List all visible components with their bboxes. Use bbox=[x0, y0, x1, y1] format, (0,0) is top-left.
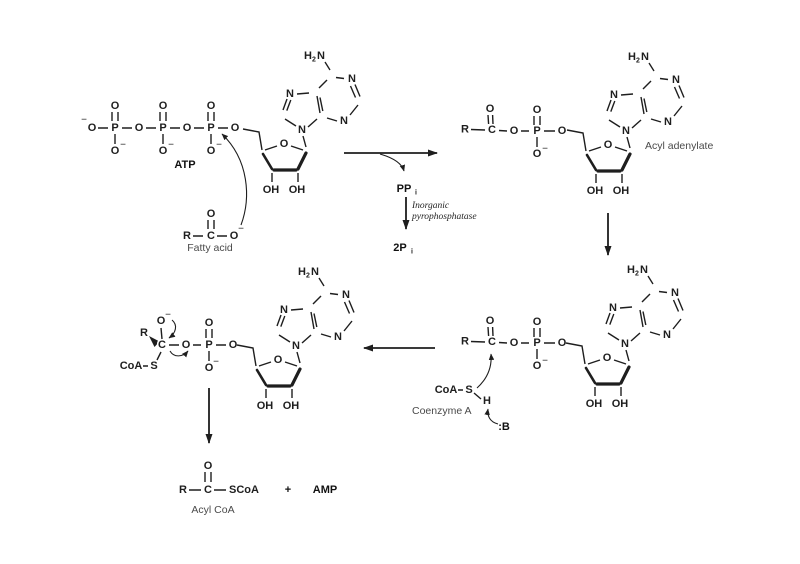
label-plus: + bbox=[285, 484, 291, 496]
atom-label: O bbox=[231, 122, 240, 134]
charge-label: − bbox=[81, 115, 87, 126]
atom-label: P bbox=[207, 122, 214, 134]
label-coenzyme-a: Coenzyme A bbox=[412, 405, 472, 417]
atom-label: O bbox=[207, 100, 216, 112]
intermediate-adenosine bbox=[235, 264, 356, 414]
bond-line bbox=[156, 351, 162, 361]
atom-label: R bbox=[183, 230, 191, 242]
atom-label: O bbox=[111, 100, 120, 112]
subscript: i bbox=[411, 249, 413, 256]
oxyanion-collapse-arrow bbox=[168, 319, 177, 339]
acyl-phosphate bbox=[459, 101, 569, 162]
charge-label: − bbox=[238, 224, 244, 235]
tetrahedral-intermediate-structure: R C O − CoA S O P O O − O bbox=[118, 264, 356, 414]
atom-label: S bbox=[150, 360, 157, 372]
label-enzyme-line1: Inorganic bbox=[411, 201, 450, 211]
atom-label: O bbox=[205, 317, 214, 329]
atom-label: O bbox=[207, 145, 216, 157]
subscript: i bbox=[415, 190, 417, 197]
label-atp: ATP bbox=[174, 159, 195, 171]
atom-label: S bbox=[465, 384, 472, 396]
atom-label: O bbox=[157, 315, 166, 327]
atom-label: O bbox=[230, 230, 239, 242]
bond-line bbox=[473, 392, 482, 400]
atom-label: C bbox=[204, 484, 212, 496]
acyl-phosphate bbox=[459, 313, 569, 374]
atom-label: O bbox=[135, 122, 144, 134]
atp-structure: − O P O O − O P O O − O P O O − O ATP bbox=[80, 48, 362, 198]
charge-label: − bbox=[120, 140, 126, 151]
label-amp: AMP bbox=[313, 484, 337, 496]
atom-label: O bbox=[88, 122, 97, 134]
atom-label: P bbox=[205, 339, 212, 351]
base-deprotonation-arrow bbox=[484, 408, 499, 425]
label-enzyme-line2: pyrophosphatase bbox=[411, 212, 477, 222]
atom-label: O bbox=[159, 145, 168, 157]
atom-label: O bbox=[207, 208, 216, 220]
atom-label: R bbox=[179, 484, 187, 496]
atom-label: C bbox=[207, 230, 215, 242]
atom-label: C bbox=[158, 339, 166, 351]
atom-label: O bbox=[183, 122, 192, 134]
wedge-bond bbox=[149, 336, 160, 347]
nucleophilic-attack-arrow bbox=[221, 133, 248, 226]
charge-label: − bbox=[213, 357, 219, 368]
label-coa: CoA bbox=[120, 360, 143, 372]
label-acyl-adenylate: Acyl adenylate bbox=[645, 140, 713, 152]
label-base: :B bbox=[498, 421, 510, 433]
acyl-adenylate-adenosine bbox=[565, 49, 686, 199]
charge-label: − bbox=[216, 140, 222, 151]
atom-label: O bbox=[182, 339, 191, 351]
atom-label: O bbox=[111, 145, 120, 157]
attack-adenosine bbox=[564, 262, 685, 412]
bond-line bbox=[160, 327, 163, 340]
atom-label: R bbox=[140, 327, 148, 339]
label-ppi: PP bbox=[397, 183, 412, 195]
label-acyl-coa: Acyl CoA bbox=[191, 504, 234, 516]
label-fatty-acid: Fatty acid bbox=[187, 242, 233, 254]
charge-label: − bbox=[168, 140, 174, 151]
acyl-adenylate-structure: Acyl adenylate bbox=[459, 49, 713, 199]
atom-label: P bbox=[159, 122, 166, 134]
step1-reaction: PP i Inorganic pyrophosphatase 2P i bbox=[344, 149, 477, 256]
products: O R C SCoA + AMP Acyl CoA bbox=[178, 459, 338, 517]
atom-label: O bbox=[205, 362, 214, 374]
atom-label: O bbox=[229, 339, 238, 351]
label-2pi: 2P bbox=[393, 242, 406, 254]
charge-label: − bbox=[165, 310, 171, 321]
ppi-branch-arrow bbox=[379, 153, 405, 172]
label-scoa: SCoA bbox=[229, 484, 259, 496]
thiol-attack-arrow bbox=[476, 353, 495, 389]
leaving-group-arrow bbox=[169, 350, 189, 358]
atom-label: P bbox=[111, 122, 118, 134]
coa-attack-structure: CoA S H Coenzyme A :B bbox=[412, 262, 685, 433]
fatty-acid-structure: O R C O − Fatty acid bbox=[182, 133, 248, 254]
atp-adenosine bbox=[241, 48, 362, 198]
atom-label: H bbox=[483, 395, 491, 407]
label-coa: CoA bbox=[435, 384, 458, 396]
atom-label: O bbox=[204, 460, 213, 472]
atom-label: O bbox=[159, 100, 168, 112]
